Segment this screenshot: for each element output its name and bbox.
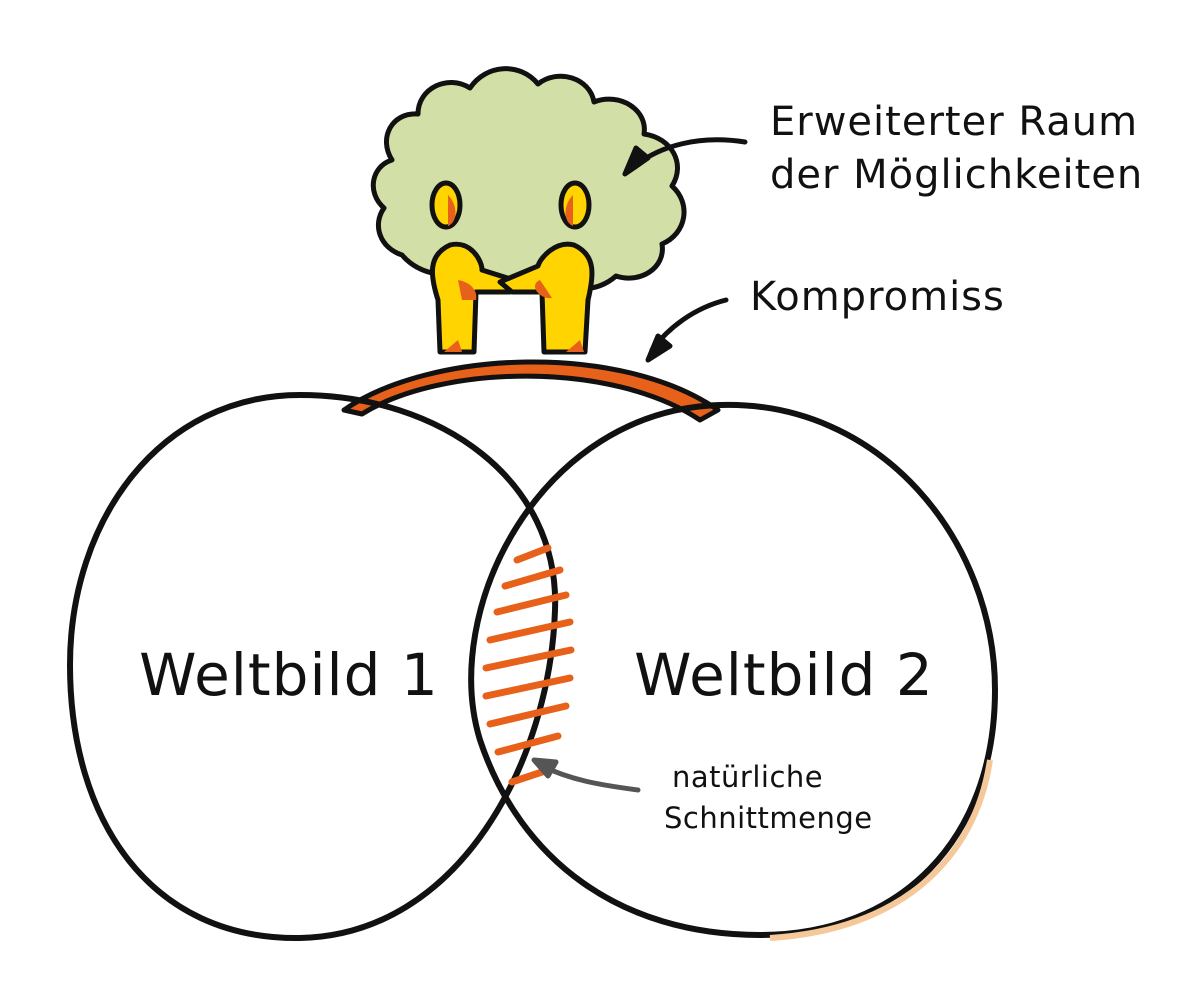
two-people-shaking-hands-icon (429, 180, 595, 355)
possibilities-label-line1: Erweiterter Raum (770, 99, 1138, 145)
intersection-label-line1: natürliche (672, 760, 823, 794)
compromise-arc (341, 359, 721, 423)
possibilities-label-line2: der Möglichkeiten (770, 152, 1143, 198)
worldview-1-label: Weltbild 1 (139, 641, 439, 709)
worldview-2-label: Weltbild 2 (634, 641, 934, 709)
arrow-to-arc (645, 297, 729, 363)
intersection-label-line2: Schnittmenge (664, 801, 873, 835)
arrow-to-tree (622, 137, 748, 177)
pointer-to-intersection (531, 757, 641, 793)
worldview-2-circle (468, 401, 999, 939)
worldview-2-shadow (769, 759, 993, 941)
compromise-label: Kompromiss (750, 274, 1005, 320)
tree-icon (370, 66, 687, 292)
intersection-hatching (482, 544, 575, 786)
